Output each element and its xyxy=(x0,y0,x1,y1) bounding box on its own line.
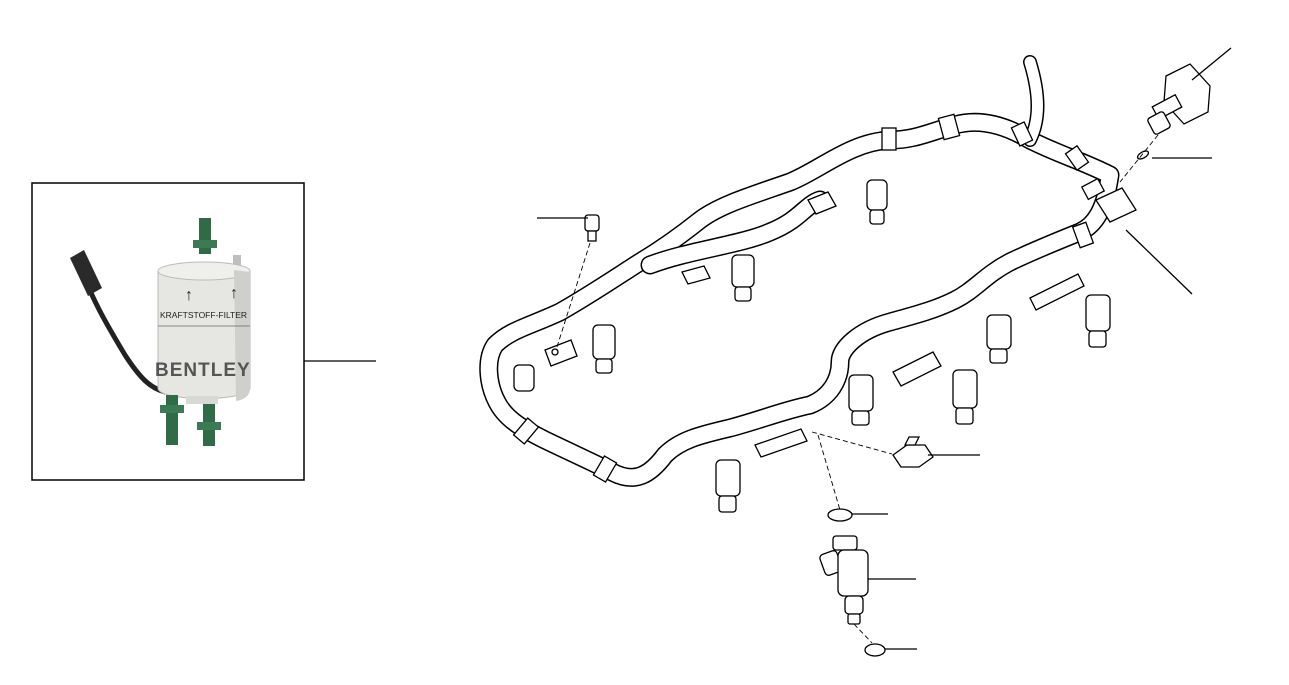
filter-label-text: KRAFTSTOFF-FILTER xyxy=(160,310,247,320)
filter-brand-text: BENTLEY xyxy=(155,360,251,381)
filter-arrow-1: ↑ xyxy=(185,287,193,304)
rail-injectors xyxy=(513,179,1111,513)
upper-o-ring xyxy=(827,508,853,522)
fixing-bolt xyxy=(544,214,600,367)
filter-bottom-pipe-1 xyxy=(166,395,178,445)
filter-plug xyxy=(70,250,102,296)
filter-top-pipe-1 xyxy=(199,218,211,254)
callout-lines xyxy=(537,47,1232,650)
filter-top-pipe-2 xyxy=(233,255,241,271)
sensor-housing xyxy=(1080,177,1137,223)
filter-bottom-pipe-2-flange xyxy=(197,422,221,430)
filter-bottom-ring xyxy=(186,396,218,404)
filter-top-pipe-1-flange xyxy=(193,240,217,248)
exploded-injector xyxy=(819,535,869,625)
pressure-sensor xyxy=(1147,63,1211,135)
filter-arrow-2: ↑ xyxy=(230,285,238,302)
callout-line-sensor-housing xyxy=(1125,229,1193,295)
lower-o-ring xyxy=(864,643,886,657)
callout-line-pressure-sensor xyxy=(1191,47,1232,81)
fuel-rail-hose-loop xyxy=(479,55,1120,487)
filter-body-shade xyxy=(234,270,250,401)
fuel-filter-inset: ↑ ↑ KRAFTSTOFF-FILTER BENTLEY xyxy=(31,182,305,481)
filter-top-cap xyxy=(157,261,251,281)
sensor-washer xyxy=(1136,150,1150,160)
filter-bottom-pipe-1-flange xyxy=(160,405,184,413)
retaining-clip xyxy=(892,436,934,468)
